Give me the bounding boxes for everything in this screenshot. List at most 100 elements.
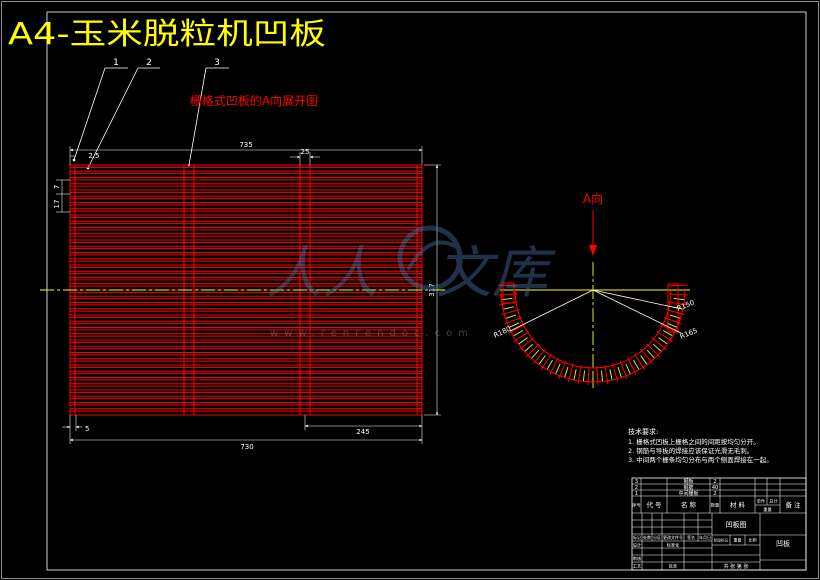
concave-bar-tick-highlight bbox=[582, 370, 585, 382]
concave-outer-arc bbox=[500, 289, 686, 383]
part-qty: 40 bbox=[712, 485, 718, 491]
revision-col-mark: 标记 bbox=[633, 534, 641, 540]
stage-weight: 重量 bbox=[734, 537, 742, 543]
part-name: 中间栅板 bbox=[678, 490, 698, 497]
callout-3-label: 3 bbox=[214, 58, 220, 68]
part-no: 2 bbox=[635, 485, 638, 491]
dimension-height-value: 317 bbox=[428, 283, 436, 296]
dimension-bottom-value: 730 bbox=[240, 443, 253, 451]
part-qty: 2 bbox=[713, 479, 716, 485]
signature-review: 审核 bbox=[633, 555, 642, 562]
header-no: 序号 bbox=[632, 502, 640, 509]
part-name: 钢板 bbox=[683, 478, 693, 485]
stage-mark: 阶段标记 bbox=[714, 538, 729, 543]
sheet-count: 共 张 第 张 bbox=[724, 563, 749, 570]
watermark-url: www.renrendoc.com bbox=[270, 328, 474, 339]
stage-scale: 比例 bbox=[749, 537, 757, 543]
concave-bar-tick-highlight bbox=[505, 314, 517, 319]
concave-bar-tick-highlight bbox=[518, 337, 528, 345]
header-code: 代 号 bbox=[646, 500, 662, 509]
signature-standard: 标准化 bbox=[667, 542, 680, 549]
view-direction-label: A向 bbox=[583, 191, 603, 206]
tech-req-heading: 技术要求: bbox=[628, 427, 658, 436]
header-qty: 数量 bbox=[711, 502, 719, 509]
drawing-name: 凹板图 bbox=[726, 520, 747, 529]
concave-bar-tick-highlight bbox=[669, 314, 681, 319]
signature-process: 工艺 bbox=[633, 564, 641, 569]
concave-bar-tick-highlight bbox=[524, 343, 534, 352]
header-unit: 单件 bbox=[757, 498, 765, 505]
watermark-logo-icon bbox=[397, 225, 463, 291]
concave-bar-tick-highlight bbox=[508, 322, 520, 328]
tech-req-item: 3. 中间两个栅条均匀分布与两个侧面焊接在一起。 bbox=[628, 455, 773, 464]
header-weight: 重量 bbox=[763, 506, 771, 513]
concave-bar-tick-highlight bbox=[640, 355, 648, 365]
concave-bar-tick-highlight bbox=[546, 359, 553, 370]
concave-bar-tick-highlight bbox=[658, 337, 668, 345]
concave-bar-tick-highlight bbox=[633, 359, 640, 370]
concave-bar-tick-highlight bbox=[601, 370, 604, 382]
watermark-brand-right: 文库 bbox=[436, 241, 556, 306]
callout-1-label: 1 bbox=[113, 58, 119, 68]
dimensions: 735 2.5 25 7 17 317 5 245 730 bbox=[53, 141, 441, 451]
dimension-edge-offset-value: 2.5 bbox=[88, 152, 99, 160]
concave-bar-tick-highlight bbox=[609, 369, 613, 381]
part-no: 1 bbox=[635, 491, 638, 497]
parts-list: 3 钢板 2 2 钢筋 40 1 中间栅板 2 bbox=[635, 478, 718, 497]
section-right-side-plate bbox=[667, 283, 679, 333]
header-total: 总计 bbox=[769, 498, 777, 505]
radius-leader-upper-right bbox=[592, 289, 678, 309]
dimension-left-lower-value: 17 bbox=[53, 200, 61, 209]
view-caption: 栅格式凹板的A向展开图 bbox=[190, 93, 318, 108]
parts-list-header: 序号 代 号 名 称 数量 材 料 单件 总计 重量 备 注 bbox=[632, 498, 801, 514]
concave-bar-tick-highlight bbox=[573, 369, 577, 381]
title-block: 3 钢板 2 2 钢筋 40 1 中间栅板 2 序号 代 号 名 称 数量 材 … bbox=[631, 477, 807, 571]
tech-req-item: 1. 栅格式凹板上栅格之间的间距按均匀分开。 bbox=[628, 437, 760, 446]
section-view-a: A向 R180 R150 R165 bbox=[492, 191, 699, 388]
header-remark: 备 注 bbox=[785, 500, 801, 509]
part-no: 3 bbox=[635, 479, 638, 485]
dimension-bar-width-value: 25 bbox=[301, 148, 310, 156]
concave-bar-tick-highlight bbox=[673, 298, 685, 301]
header-name: 名 称 bbox=[681, 500, 697, 509]
concave-bar-tick-highlight bbox=[513, 330, 524, 337]
revision-area: 标记 处数 分区 更改文件号 签名 年月日 设计 标准化 审核 工艺 批准 bbox=[633, 534, 711, 570]
concave-bar-tick-highlight bbox=[646, 349, 655, 359]
dimension-bar-span-value: 245 bbox=[356, 428, 369, 436]
concave-bar-tick-highlight bbox=[652, 343, 662, 352]
view-direction-arrowhead bbox=[589, 245, 597, 256]
concave-bar-tick-highlight bbox=[662, 330, 673, 337]
part-name: 钢筋 bbox=[683, 484, 693, 491]
signature-design: 设计 bbox=[633, 542, 641, 549]
title-block-rules bbox=[632, 478, 806, 570]
grid-bar-lines bbox=[70, 164, 422, 416]
callout-1-leader bbox=[73, 67, 106, 161]
callout-1-dot bbox=[72, 158, 76, 162]
concave-bar-tick-highlight bbox=[625, 363, 631, 375]
concave-bar-tick-highlight bbox=[531, 349, 540, 359]
concave-bar-tick-highlight bbox=[666, 322, 678, 328]
radius-leader-lower-right bbox=[592, 289, 682, 334]
tech-req-item: 2. 钢筋与导板的焊接应该保证光滑无毛刺。 bbox=[628, 446, 753, 455]
revision-col-date: 年月日 bbox=[699, 534, 711, 540]
title-block-border bbox=[631, 477, 807, 571]
part-qty: 2 bbox=[713, 491, 716, 497]
concave-bar-tick-highlight bbox=[538, 355, 546, 365]
concave-bar-tick-highlight bbox=[502, 306, 514, 310]
revision-col-sign: 签名 bbox=[687, 534, 695, 540]
header-material: 材 料 bbox=[730, 500, 746, 509]
watermark-brand-left: 人人 bbox=[266, 241, 378, 306]
revision-col-count: 处数 bbox=[643, 534, 651, 540]
dimension-left-upper-value: 7 bbox=[53, 185, 61, 189]
dimension-bottom-edge-value: 5 bbox=[85, 425, 89, 433]
concave-bar-tick-highlight bbox=[617, 366, 622, 378]
revision-col-doc: 更改文件号 bbox=[663, 534, 683, 540]
watermark-logo-swoosh bbox=[406, 240, 460, 271]
signature-approve: 批准 bbox=[669, 563, 677, 570]
callout-2-label: 2 bbox=[146, 58, 152, 68]
revision-col-zone: 分区 bbox=[653, 534, 661, 540]
concave-bar-tick-highlight bbox=[555, 363, 561, 375]
watermark: 人人 文库 www.renrendoc.com bbox=[266, 225, 556, 339]
